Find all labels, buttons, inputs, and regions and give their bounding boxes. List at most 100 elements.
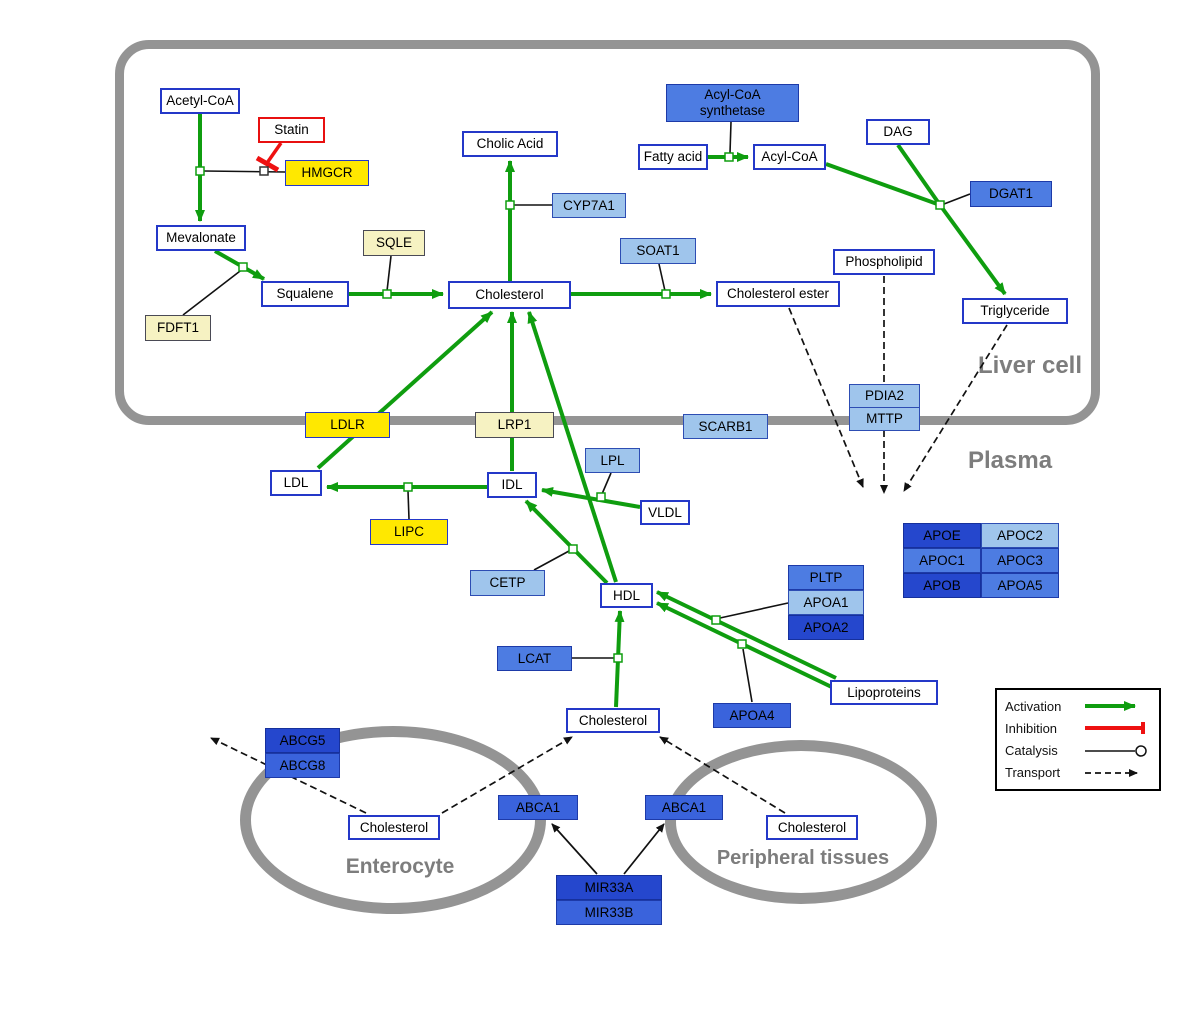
- node-hdl[interactable]: HDL: [600, 583, 653, 608]
- anchor-acylcoa-synthetase: [724, 152, 734, 162]
- transport-symbol: [1085, 768, 1138, 777]
- regulation-edges: [551, 823, 665, 875]
- node-apoa5[interactable]: APOA5: [981, 573, 1059, 598]
- liver-cell-label: Liver cell: [977, 352, 1082, 379]
- node-lipoproteins[interactable]: Lipoproteins: [830, 680, 938, 705]
- node-acyl-coa[interactable]: Acyl-CoA: [753, 144, 826, 170]
- node-statin[interactable]: Statin: [258, 117, 325, 143]
- anchor-cetp: [568, 544, 578, 554]
- node-triglyceride[interactable]: Triglyceride: [962, 298, 1068, 324]
- node-apoa4[interactable]: APOA4: [713, 703, 791, 728]
- anchor-statin: [259, 166, 269, 176]
- node-apoc1[interactable]: APOC1: [903, 548, 981, 573]
- node-abcg8[interactable]: ABCG8: [265, 753, 340, 778]
- statin-tbar: [255, 155, 280, 173]
- legend-inhibition-row: Inhibition: [1005, 717, 1151, 739]
- node-cholesterol-enterocyte[interactable]: Cholesterol: [348, 815, 440, 840]
- edge-mir33-abca1-left: [551, 823, 598, 875]
- cat-lipc: [407, 490, 410, 520]
- liver-cell-compartment: [115, 40, 1100, 425]
- node-cetp[interactable]: CETP: [470, 570, 545, 596]
- edge-dag-junction: [896, 143, 942, 207]
- node-pdia2[interactable]: PDIA2: [849, 384, 920, 408]
- node-lrp1[interactable]: LRP1: [475, 412, 554, 438]
- node-cholesterol-liver[interactable]: Cholesterol: [448, 281, 571, 309]
- node-lpl[interactable]: LPL: [585, 448, 640, 473]
- node-idl[interactable]: IDL: [487, 472, 537, 498]
- catalysis-symbol: [1085, 744, 1147, 757]
- node-squalene[interactable]: Squalene: [261, 281, 349, 307]
- cat-dgat1: [943, 193, 971, 205]
- edge-lipoproteins-hdl-1: [656, 590, 837, 680]
- anchor-lipc: [403, 482, 413, 492]
- node-fdft1[interactable]: FDFT1: [145, 315, 211, 341]
- node-acetyl-coa[interactable]: Acetyl-CoA: [160, 88, 240, 114]
- node-apoa1[interactable]: APOA1: [788, 590, 864, 615]
- legend-catalysis-label: Catalysis: [1005, 743, 1058, 759]
- peripheral-tissues-label: Peripheral tissues: [716, 847, 890, 869]
- node-apoc2[interactable]: APOC2: [981, 523, 1059, 548]
- node-cholesterol-plasma[interactable]: Cholesterol: [566, 708, 660, 733]
- node-apoc3[interactable]: APOC3: [981, 548, 1059, 573]
- node-apoe[interactable]: APOE: [903, 523, 981, 548]
- anchor-lpl: [596, 492, 606, 502]
- anchor-squares: [195, 152, 945, 663]
- peripheral-tissues-compartment: [665, 740, 937, 904]
- node-pltp[interactable]: PLTP: [788, 565, 864, 590]
- node-mir33a[interactable]: MIR33A: [556, 875, 662, 900]
- node-lipc[interactable]: LIPC: [370, 519, 448, 545]
- cat-lpl: [601, 472, 612, 495]
- anchor-cyp7a1: [505, 200, 515, 210]
- node-abca1-enterocyte[interactable]: ABCA1: [498, 795, 578, 820]
- legend-catalysis-row: Catalysis: [1005, 740, 1151, 762]
- node-apoa2[interactable]: APOA2: [788, 615, 864, 640]
- node-phospholipid[interactable]: Phospholipid: [833, 249, 935, 275]
- node-dag[interactable]: DAG: [866, 119, 930, 145]
- legend-transport-row: Transport: [1005, 762, 1151, 784]
- node-hmgcr[interactable]: HMGCR: [285, 160, 369, 186]
- node-lcat[interactable]: LCAT: [497, 646, 572, 671]
- cat-fdft1: [182, 267, 245, 316]
- anchor-hmgcr: [195, 166, 205, 176]
- node-mir33b[interactable]: MIR33B: [556, 900, 662, 925]
- node-cholesterol-ester[interactable]: Cholesterol ester: [716, 281, 840, 307]
- node-apob[interactable]: APOB: [903, 573, 981, 598]
- node-ldlr[interactable]: LDLR: [305, 412, 390, 438]
- cat-hmgcr: [203, 170, 286, 173]
- node-cholesterol-peripheral[interactable]: Cholesterol: [766, 815, 858, 840]
- legend-box: Activation Inhibition Catalysis Transpor…: [995, 688, 1161, 791]
- node-acyl-coa-synthetase[interactable]: Acyl-CoA synthetase: [666, 84, 799, 122]
- node-soat1[interactable]: SOAT1: [620, 238, 696, 264]
- anchor-fdft1: [238, 262, 248, 272]
- node-fatty-acid[interactable]: Fatty acid: [638, 144, 708, 170]
- node-abca1-peripheral[interactable]: ABCA1: [645, 795, 723, 820]
- anchor-apoa4: [737, 639, 747, 649]
- enterocyte-label: Enterocyte: [345, 855, 455, 878]
- node-abcg5[interactable]: ABCG5: [265, 728, 340, 753]
- edge-peripheral-plasma-cholesterol: [659, 736, 786, 814]
- node-cyp7a1[interactable]: CYP7A1: [552, 193, 626, 218]
- node-ldl[interactable]: LDL: [270, 470, 322, 496]
- legend-inhibition-label: Inhibition: [1005, 720, 1058, 736]
- node-mttp[interactable]: MTTP: [849, 407, 920, 431]
- catalysis-edges: [182, 121, 971, 703]
- node-sqle[interactable]: SQLE: [363, 230, 425, 256]
- node-dgat1[interactable]: DGAT1: [970, 181, 1052, 207]
- node-mevalonate[interactable]: Mevalonate: [156, 225, 246, 251]
- cat-sqle: [386, 255, 392, 292]
- cat-apoa4: [742, 648, 753, 703]
- edge-statin-hmgcr: [265, 141, 283, 165]
- inhibition-symbol: [1085, 722, 1145, 735]
- inhibition-edge: [255, 141, 283, 173]
- anchor-dgat1: [935, 200, 945, 210]
- anchor-sqle: [382, 289, 392, 299]
- edge-mir33-abca1-right: [623, 823, 665, 875]
- node-scarb1[interactable]: SCARB1: [683, 414, 768, 439]
- edge-junction-triglyceride: [938, 203, 1007, 296]
- node-vldl[interactable]: VLDL: [640, 500, 690, 525]
- node-cholic-acid[interactable]: Cholic Acid: [462, 131, 558, 157]
- transport-edges: [210, 276, 1008, 814]
- edge-enterocyte-plasma-cholesterol: [441, 736, 573, 814]
